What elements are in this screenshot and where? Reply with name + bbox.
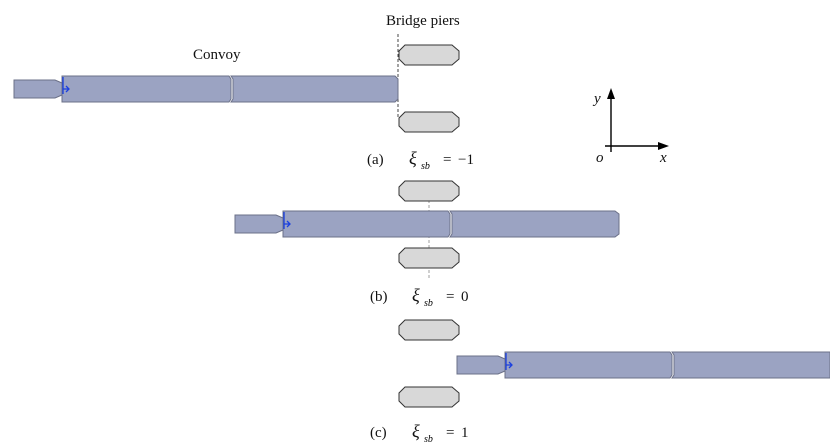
barge-rear-c: [671, 351, 830, 379]
barge-rear-b: [449, 210, 620, 238]
pier-top-b: [398, 180, 460, 202]
caption-b: (b) ξ sb = 0: [370, 285, 469, 309]
pier-top-c: [398, 319, 460, 341]
caption-a-value: −1: [458, 152, 474, 168]
tugboat-c: [456, 355, 506, 375]
bridge-piers-label: Bridge piers: [386, 13, 460, 29]
caption-b-equals: =: [446, 289, 454, 305]
origin-label: o: [596, 150, 604, 166]
convoy-label: Convoy: [193, 47, 241, 63]
caption-a-subscript: sb: [421, 161, 430, 172]
tugboat-a: [13, 79, 63, 99]
y-axis-arrow: [607, 88, 615, 99]
caption-a: (a) ξ sb = −1: [367, 148, 474, 172]
marker-arrow-c: [506, 361, 513, 369]
caption-b-subscript: sb: [424, 298, 433, 309]
pier-bottom-b: [398, 247, 460, 269]
caption-c-tag: (c): [370, 425, 387, 441]
case-a-group: [13, 44, 460, 133]
caption-b-value: 0: [461, 289, 469, 305]
barge-front-c: [504, 351, 673, 379]
x-axis-label: x: [659, 150, 667, 166]
tugboat-b: [234, 214, 284, 234]
barge-rear-a: [230, 75, 399, 103]
caption-b-symbol: ξ: [412, 285, 420, 305]
caption-a-equals: =: [443, 152, 451, 168]
caption-c: (c) ξ sb = 1: [370, 421, 469, 442]
coordinate-axes: y x o: [592, 88, 669, 166]
caption-b-tag: (b): [370, 289, 388, 305]
barge-front-a: [61, 75, 232, 103]
pier-bottom-c: [398, 386, 460, 408]
caption-a-tag: (a): [367, 152, 384, 168]
y-axis-label: y: [592, 91, 601, 107]
case-b-group: [234, 180, 620, 269]
caption-c-equals: =: [446, 425, 454, 441]
caption-c-subscript: sb: [424, 434, 433, 442]
barge-front-b: [282, 210, 451, 238]
caption-c-symbol: ξ: [412, 421, 420, 441]
caption-c-value: 1: [461, 425, 469, 441]
caption-a-symbol: ξ: [409, 148, 417, 168]
x-axis-arrow: [658, 142, 669, 150]
pier-top-a: [398, 44, 460, 66]
marker-arrow-a: [63, 85, 70, 93]
pier-bottom-a: [398, 111, 460, 133]
marker-arrow-b: [284, 220, 291, 228]
case-c-group: [398, 319, 830, 408]
